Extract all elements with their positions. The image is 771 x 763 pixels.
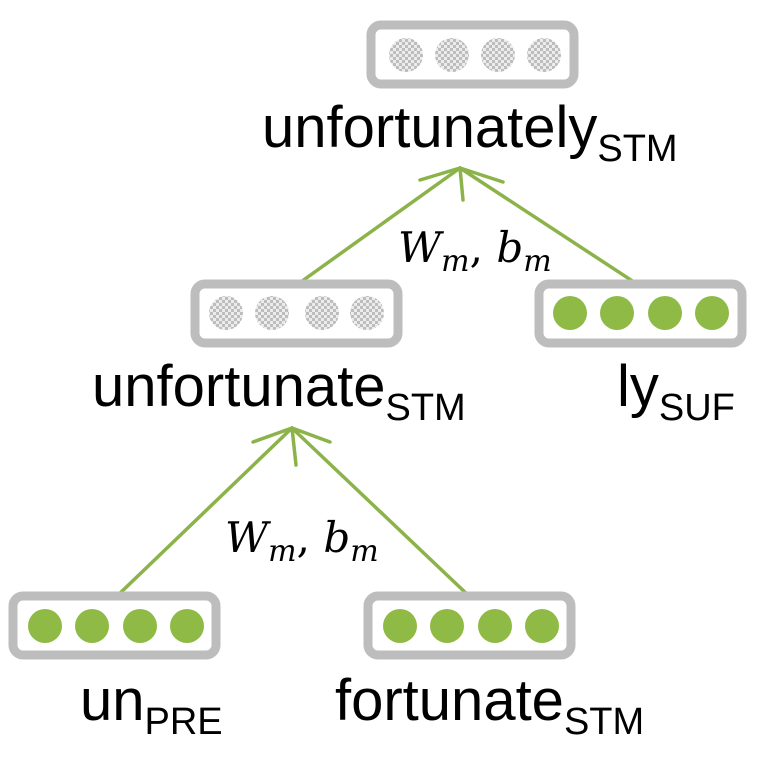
morph-tag: STM [385,387,465,429]
lower-composition-edges [115,426,471,598]
vector-box [363,591,576,660]
lower-edge-label: Wm, bm [225,513,379,569]
node-label: fortunateSTM [335,668,644,743]
upper-composition-edges [296,166,639,286]
edge-fortunate-to-unfortunate [290,426,471,598]
edge-ly-to-unfortunately [458,166,639,286]
upper-edge-label: Wm, bm [398,223,552,279]
morph-word: unfortunate [92,354,385,419]
morph-word: ly [617,354,659,419]
morph-tag: STM [597,128,677,170]
node-label: unfortunateSTM [92,354,466,429]
vector-dot [695,296,729,330]
unknown-vector-dots [209,296,384,330]
known-vector-dots [28,609,204,643]
node-label: lySUF [617,354,735,429]
node-un: unPRE [8,591,223,743]
vector-dot [383,609,417,643]
vector-dot [75,609,109,643]
node-unfortunate: unfortunateSTM [92,279,466,429]
edge-un-to-unfortunate [115,426,294,598]
vector-dot [527,38,561,72]
vector-box [190,279,403,348]
arrowhead-upper-stem [458,166,465,202]
vector-dot [648,296,682,330]
vector-dot [600,296,634,330]
node-fortunate: fortunateSTM [335,591,644,743]
node-label: unfortunatelySTM [262,95,678,170]
vector-dot [389,38,423,72]
vector-dot [553,296,587,330]
edge-unfortunate-to-unfortunately [296,166,462,286]
morph-word: unfortunately [262,95,597,160]
node-ly: lySUF [534,279,747,429]
vector-dot [305,296,339,330]
known-vector-dots [383,609,559,643]
arrowhead-lower-stem [290,426,298,467]
vector-dot [430,609,464,643]
morph-tag: STM [564,701,644,743]
vector-dot [481,38,515,72]
known-vector-dots [553,296,729,330]
vector-box [366,20,579,89]
vector-dot [478,609,512,643]
node-unfortunately: unfortunatelySTM [262,20,678,170]
unknown-vector-dots [389,38,561,72]
morph-tag: SUF [659,387,735,429]
vector-dot [209,296,243,330]
vector-dot [525,609,559,643]
vector-dot [170,609,204,643]
vector-dot [350,296,384,330]
vector-dot [435,38,469,72]
edges [115,166,639,598]
vector-dot [123,609,157,643]
vector-dot [28,609,62,643]
node-label: unPRE [80,668,223,743]
vector-box [534,279,747,348]
morph-tag: PRE [145,701,223,743]
vector-dot [255,296,289,330]
vector-box [8,591,221,660]
morph-word: un [80,668,145,733]
morph-word: fortunate [335,668,564,733]
